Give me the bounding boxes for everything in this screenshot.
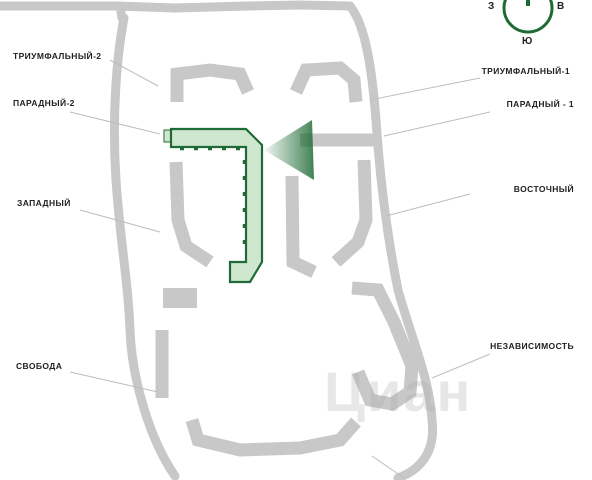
left-ring-road	[109, 13, 180, 480]
label-vostochny: ВОСТОЧНЫЙ	[513, 184, 574, 194]
building-vostochny-east	[331, 159, 373, 267]
leader-nezavisimost	[431, 353, 491, 379]
label-triumfalny-1: ТРИУМФАЛЬНЫЙ-1	[481, 66, 570, 76]
leader-paradny-1	[383, 111, 491, 137]
selected-building-facade-ticks	[180, 147, 246, 244]
label-triumfalny-2: ТРИУМФАЛЬНЫЙ-2	[13, 51, 102, 61]
building-small-square	[163, 288, 197, 308]
label-svoboda: СВОБОДА	[16, 361, 63, 371]
view-direction-icon	[264, 120, 314, 180]
building-nezavisimost	[351, 281, 419, 411]
leader-svoboda	[69, 371, 159, 393]
building-south-block	[185, 417, 361, 457]
compass-icon	[502, 0, 554, 34]
leader-lines	[69, 59, 491, 479]
label-paradny-1: ПАРАДНЫЙ - 1	[506, 99, 574, 109]
top-road	[0, 0, 355, 13]
leader-triumfalny-1	[369, 77, 481, 101]
buildings	[155, 61, 419, 457]
label-paradny-2: ПАРАДНЫЙ-2	[13, 98, 75, 108]
building-triumfalny-2	[170, 63, 254, 102]
leader-vostochny	[385, 193, 471, 217]
building-vostochny-west	[285, 175, 317, 278]
leader-triumfalny-2	[109, 59, 159, 87]
selected-building-paradny-2[interactable]	[163, 127, 264, 284]
compass-west-label: З	[488, 1, 495, 12]
compass-south-label: Ю	[522, 36, 533, 47]
building-zapadny	[169, 161, 214, 268]
label-nezavisimost: НЕЗАВИСИМОСТЬ	[490, 341, 574, 351]
selected-building-outline	[169, 127, 264, 284]
leader-south	[371, 455, 405, 479]
compass-east-label: В	[557, 1, 565, 12]
leader-paradny-2	[69, 111, 161, 135]
leader-zapadny	[79, 209, 161, 233]
roads	[0, 0, 438, 480]
building-triumfalny-1	[290, 61, 363, 103]
right-ring-road	[345, 1, 438, 480]
label-zapadny: ЗАПАДНЫЙ	[17, 198, 71, 208]
